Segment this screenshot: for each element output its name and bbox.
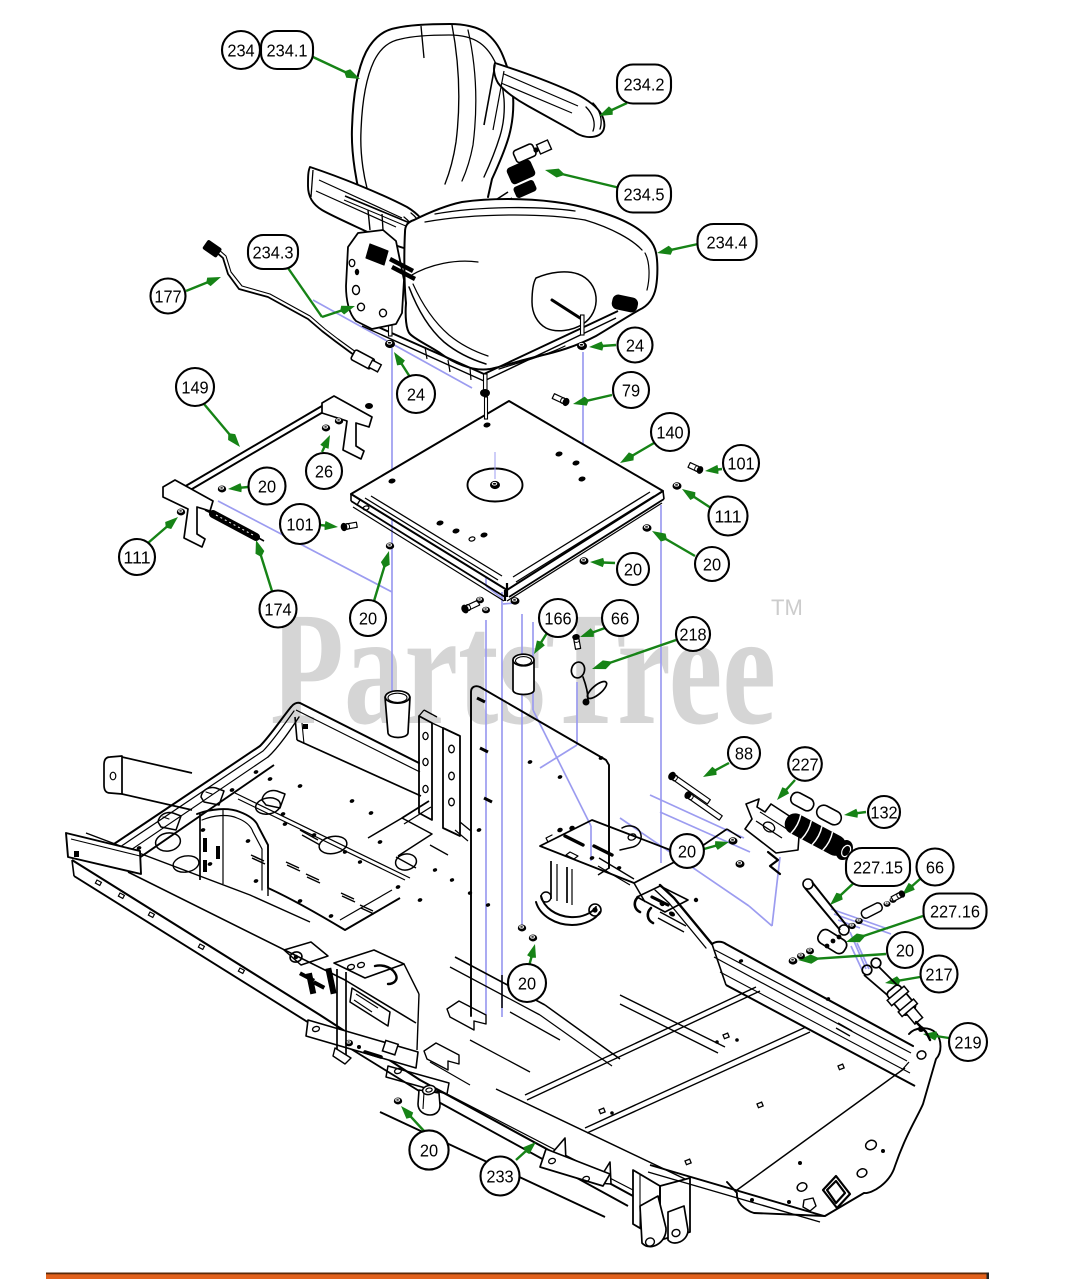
svg-text:227.16: 227.16 [930, 901, 980, 921]
svg-text:101: 101 [286, 514, 313, 534]
svg-text:20: 20 [703, 554, 721, 574]
svg-text:234.2: 234.2 [624, 74, 665, 94]
svg-text:TM: TM [771, 595, 803, 620]
svg-text:111: 111 [123, 547, 150, 567]
svg-text:20: 20 [518, 973, 536, 993]
svg-text:234.3: 234.3 [253, 242, 294, 262]
svg-text:20: 20 [896, 940, 914, 960]
svg-text:66: 66 [611, 608, 629, 628]
svg-text:140: 140 [656, 422, 683, 442]
svg-text:79: 79 [622, 380, 640, 400]
svg-text:20: 20 [678, 841, 696, 861]
svg-text:217: 217 [925, 964, 952, 984]
svg-text:234: 234 [227, 40, 254, 60]
svg-text:149: 149 [181, 377, 208, 397]
svg-text:20: 20 [624, 559, 642, 579]
svg-text:24: 24 [626, 335, 644, 355]
svg-text:111: 111 [714, 506, 741, 526]
svg-text:177: 177 [154, 286, 181, 306]
svg-text:234.1: 234.1 [267, 40, 308, 60]
svg-text:174: 174 [264, 599, 291, 619]
svg-text:20: 20 [258, 476, 276, 496]
svg-text:132: 132 [870, 802, 897, 822]
svg-text:101: 101 [727, 453, 754, 473]
svg-text:20: 20 [359, 608, 377, 628]
svg-text:26: 26 [315, 461, 333, 481]
svg-text:219: 219 [954, 1032, 981, 1052]
svg-text:166: 166 [544, 608, 571, 628]
svg-text:234.4: 234.4 [707, 232, 748, 252]
svg-text:218: 218 [679, 624, 706, 644]
svg-text:24: 24 [407, 384, 425, 404]
svg-text:234.5: 234.5 [624, 184, 665, 204]
svg-text:233: 233 [486, 1166, 513, 1186]
svg-text:66: 66 [926, 857, 944, 877]
svg-text:88: 88 [735, 743, 753, 763]
svg-text:227: 227 [791, 754, 818, 774]
svg-text:227.15: 227.15 [853, 857, 903, 877]
svg-text:20: 20 [420, 1140, 438, 1160]
